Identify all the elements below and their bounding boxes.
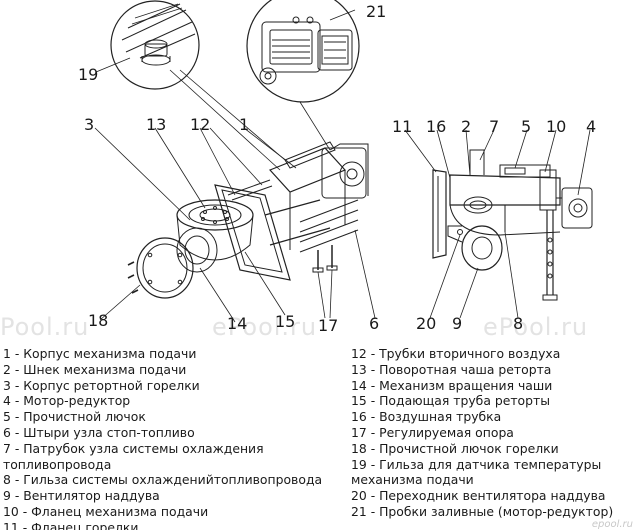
legend-item: 2 - Шнек механизма подачи: [3, 361, 187, 377]
callout-9: 9: [452, 314, 462, 333]
legend-item: 8 - Гильза системы охлажденийтопливопров…: [3, 472, 323, 488]
detail-circle-sensor-sleeve: [110, 0, 286, 171]
side-view-assembly: [432, 149, 593, 301]
legend-item: 9 - Вентилятор наддува: [3, 488, 160, 504]
legend-item: 14 - Механизм вращения чаши: [351, 377, 553, 393]
callout-7: 7: [489, 117, 499, 136]
callout-3: 3: [84, 115, 94, 134]
legend-item: 15 - Подающая труба реторты: [351, 393, 551, 409]
callout-5: 5: [521, 117, 531, 136]
watermark-right: ePool.ru: [483, 313, 589, 341]
callout-20: 20: [416, 314, 436, 333]
legend-column-right: 12 - Трубки вторичного воздуха 13 - Пово…: [351, 346, 637, 520]
legend-item: 1 - Корпус механизма подачи: [3, 346, 197, 361]
legend-item: 19 - Гильза для датчика температуры: [351, 456, 602, 472]
legend-item: 17 - Регулируемая опора: [351, 424, 514, 440]
burner-assembly-drawing: 19 21 3 13 12 1 11 16 2 7 5 10 4 18 14 1…: [78, 0, 596, 335]
detail-circle-gearbox: [246, 0, 360, 151]
legend-item: 16 - Воздушная трубка: [351, 409, 502, 425]
legend-item: 10 - Фланец механизма подачи: [3, 503, 209, 519]
callout-21: 21: [366, 2, 386, 21]
parts-legend: 1 - Корпус механизма подачи 2 - Шнек мех…: [0, 346, 637, 530]
legend-item: 11 - Фланец горелки: [3, 519, 139, 530]
callout-6: 6: [369, 314, 379, 333]
legend-item: 3 - Корпус ретортной горелки: [3, 377, 200, 393]
callout-16: 16: [426, 117, 446, 136]
footer-logo: epool.ru: [591, 519, 633, 530]
legend-item: 18 - Прочистной лючок горелки: [351, 440, 559, 456]
callout-17: 17: [318, 316, 338, 335]
callout-labels: 19 21 3 13 12 1 11 16 2 7 5 10 4 18 14 1…: [78, 2, 596, 335]
callout-14: 14: [227, 314, 247, 333]
callout-15: 15: [275, 312, 295, 331]
legend-item: 4 - Мотор-редуктор: [3, 393, 131, 409]
callout-4: 4: [586, 117, 596, 136]
callout-13: 13: [146, 115, 166, 134]
legend-column-left: 1 - Корпус механизма подачи 2 - Шнек мех…: [3, 346, 343, 530]
callout-18: 18: [88, 311, 108, 330]
leader-lines: [94, 9, 591, 323]
callout-10: 10: [546, 117, 566, 136]
legend-item: 13 - Поворотная чаша реторта: [351, 361, 552, 377]
main-assembly: [127, 141, 369, 299]
legend-item: 5 - Прочистной лючок: [3, 409, 146, 425]
watermark-middle: ePool.ru: [212, 313, 318, 341]
callout-2: 2: [461, 117, 471, 136]
callout-19: 19: [78, 65, 98, 84]
legend-item: 7 - Патрубок узла системы охлаждения: [3, 440, 264, 456]
legend-item: 20 - Переходник вентилятора наддува: [351, 488, 606, 504]
callout-8: 8: [513, 314, 523, 333]
watermark-left: Pool.ru: [0, 313, 90, 341]
callout-1: 1: [239, 115, 249, 134]
legend-item: механизма подачи: [351, 472, 474, 488]
legend-item: 21 - Пробки заливные (мотор-редуктор): [351, 503, 614, 519]
callout-11: 11: [392, 117, 412, 136]
legend-item: топливопровода: [3, 456, 112, 472]
legend-item: 12 - Трубки вторичного воздуха: [351, 346, 561, 361]
legend-item: 6 - Штыри узла стоп-топливо: [3, 424, 195, 440]
callout-12: 12: [190, 115, 210, 134]
